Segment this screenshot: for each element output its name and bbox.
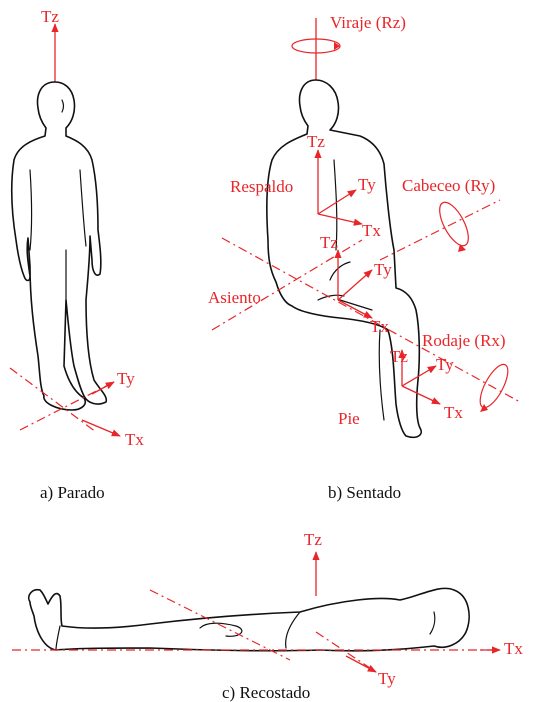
reclined-figure: Tz Tx Ty c) Recostado: [12, 530, 523, 702]
backrest-ty-label: Ty: [358, 175, 376, 194]
seated-body: [267, 80, 421, 437]
reclined-tz-label: Tz: [304, 530, 322, 549]
backrest-tx-label: Tx: [362, 221, 381, 240]
standing-tz-label: Tz: [41, 7, 59, 26]
foot-tz-label: Tz: [390, 347, 408, 366]
foot-label: Pie: [338, 409, 360, 428]
seat-ty-label: Ty: [374, 260, 392, 279]
reclined-ty-arrow: [346, 656, 376, 672]
standing-ty-label: Ty: [117, 369, 135, 388]
standing-tx-arrow: [82, 420, 120, 436]
standing-caption: a) Parado: [40, 483, 105, 502]
ry-label: Cabeceo (Ry): [402, 176, 495, 195]
seat-tx-label: Tx: [370, 317, 389, 336]
reclined-body: [29, 588, 469, 650]
backrest-label: Respaldo: [230, 177, 293, 196]
standing-body: [12, 82, 106, 410]
rx-rotation-arrow: [475, 361, 513, 412]
reclined-ty-label: Ty: [378, 669, 396, 688]
foot-ty-label: Ty: [436, 355, 454, 374]
rz-label: Viraje (Rz): [330, 13, 406, 32]
backrest-tz-label: Tz: [307, 132, 325, 151]
seat-tz-label: Tz: [320, 233, 338, 252]
standing-tx-label: Tx: [125, 430, 144, 449]
reclined-caption: c) Recostado: [222, 683, 310, 702]
seat-label: Asiento: [208, 288, 261, 307]
rx-label: Rodaje (Rx): [422, 331, 506, 350]
ry-rotation-arrow: [434, 198, 474, 250]
seated-figure: Viraje (Rz) Cabeceo (Ry) Rodaje (Rx) Tz …: [208, 13, 520, 502]
standing-figure: Tz Ty Tx a) Parado: [10, 7, 144, 502]
reclined-tx-label: Tx: [504, 639, 523, 658]
foot-tx-label: Tx: [444, 403, 463, 422]
seated-caption: b) Sentado: [328, 483, 401, 502]
